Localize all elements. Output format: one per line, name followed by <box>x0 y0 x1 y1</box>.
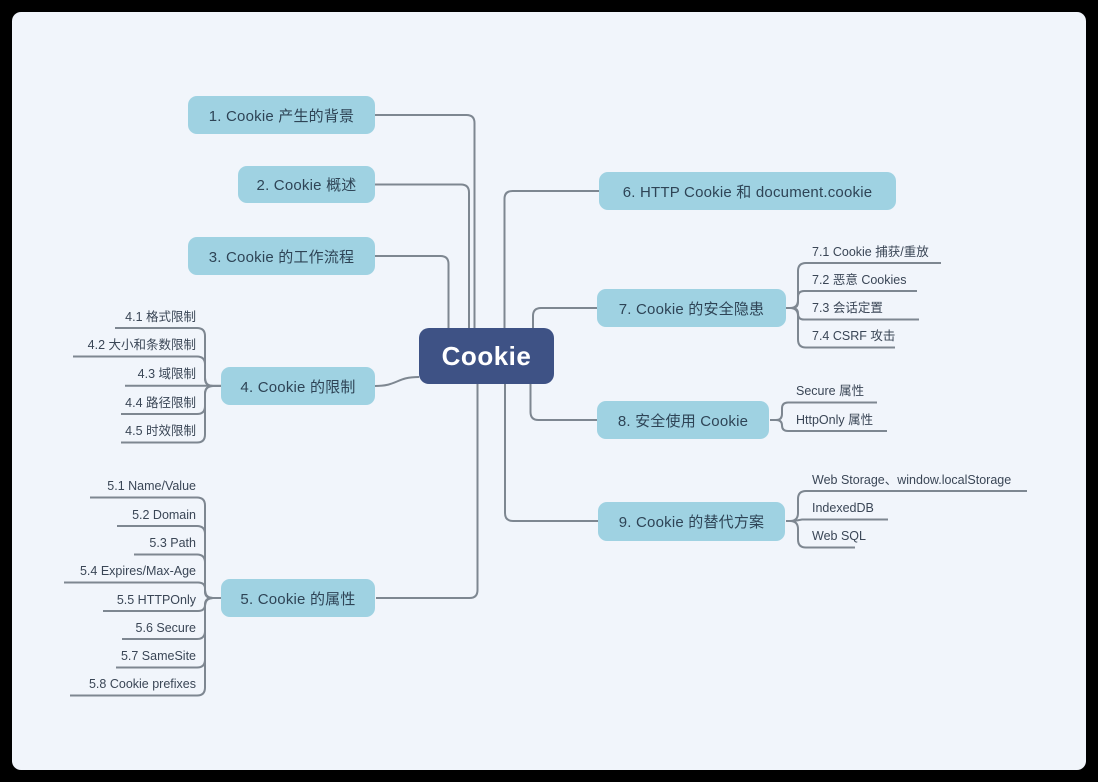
subtopic-8-2[interactable]: HttpOnly 属性 <box>796 412 874 427</box>
topic-3-workflow[interactable]: 3. Cookie 的工作流程 <box>188 237 375 275</box>
subtopic-9-2[interactable]: IndexedDB <box>812 501 874 516</box>
connector-topic-6 <box>503 190 600 329</box>
topic-7-security-risks[interactable]: 7. Cookie 的安全隐患 <box>597 289 786 327</box>
topic-6-http-document-cookie[interactable]: 6. HTTP Cookie 和 document.cookie <box>599 172 896 210</box>
subtopic-7-1[interactable]: 7.1 Cookie 捕获/重放 <box>812 244 929 259</box>
connector-topic-3 <box>375 255 450 329</box>
topic-2-overview[interactable]: 2. Cookie 概述 <box>238 166 375 203</box>
topic-4-limitations[interactable]: 4. Cookie 的限制 <box>221 367 375 405</box>
topic-8-safe-usage[interactable]: 8. 安全使用 Cookie <box>597 401 769 439</box>
connector-topic-5 <box>376 383 479 599</box>
subtopic-4-2[interactable]: 4.2 大小和条数限制 <box>87 338 196 353</box>
subtopic-5-6[interactable]: 5.6 Secure <box>135 620 196 635</box>
subtopic-5-4[interactable]: 5.4 Expires/Max-Age <box>79 564 196 579</box>
connector-subtopic-5-8 <box>70 597 222 697</box>
subtopic-8-1[interactable]: Secure 属性 <box>796 384 865 399</box>
connector-topic-9 <box>504 383 599 522</box>
connector-topic-4 <box>374 376 420 387</box>
connector-subtopic-9-2 <box>786 518 888 522</box>
topic-5-attributes[interactable]: 5. Cookie 的属性 <box>221 579 375 617</box>
subtopic-7-2[interactable]: 7.2 恶意 Cookies <box>812 272 907 287</box>
subtopic-9-3[interactable]: Web SQL <box>812 529 866 544</box>
subtopic-7-3[interactable]: 7.3 会话定置 <box>812 301 883 316</box>
connector-topic-8 <box>529 383 598 421</box>
root-topic-cookie[interactable]: Cookie <box>419 328 554 384</box>
connector-topic-2 <box>375 183 470 329</box>
subtopic-4-4[interactable]: 4.4 路径限制 <box>125 395 196 410</box>
topic-1-background[interactable]: 1. Cookie 产生的背景 <box>188 96 375 134</box>
subtopic-5-2[interactable]: 5.2 Domain <box>132 507 196 522</box>
connector-subtopic-8-2 <box>770 419 887 432</box>
connector-topic-1 <box>375 114 476 329</box>
connector-subtopic-4-5 <box>121 385 222 444</box>
subtopic-4-1[interactable]: 4.1 格式限制 <box>125 309 196 324</box>
connector-topic-7 <box>532 307 598 329</box>
subtopic-4-3[interactable]: 4.3 域限制 <box>137 367 196 382</box>
subtopic-4-5[interactable]: 4.5 时效限制 <box>125 424 196 439</box>
subtopic-5-8[interactable]: 5.8 Cookie prefixes <box>88 677 196 692</box>
subtopic-9-1[interactable]: Web Storage、window.localStorage <box>812 472 1012 487</box>
subtopic-5-5[interactable]: 5.5 HTTPOnly <box>116 592 196 607</box>
topic-9-alternatives[interactable]: 9. Cookie 的替代方案 <box>598 502 785 541</box>
mindmap-canvas <box>12 12 1086 770</box>
subtopic-5-3[interactable]: 5.3 Path <box>149 536 196 551</box>
subtopic-7-4[interactable]: 7.4 CSRF 攻击 <box>812 329 896 344</box>
subtopic-5-7[interactable]: 5.7 SameSite <box>120 649 196 664</box>
connector-subtopic-9-3 <box>786 520 855 549</box>
connector-subtopic-7-4 <box>786 307 895 349</box>
subtopic-5-1[interactable]: 5.1 Name/Value <box>107 479 196 494</box>
